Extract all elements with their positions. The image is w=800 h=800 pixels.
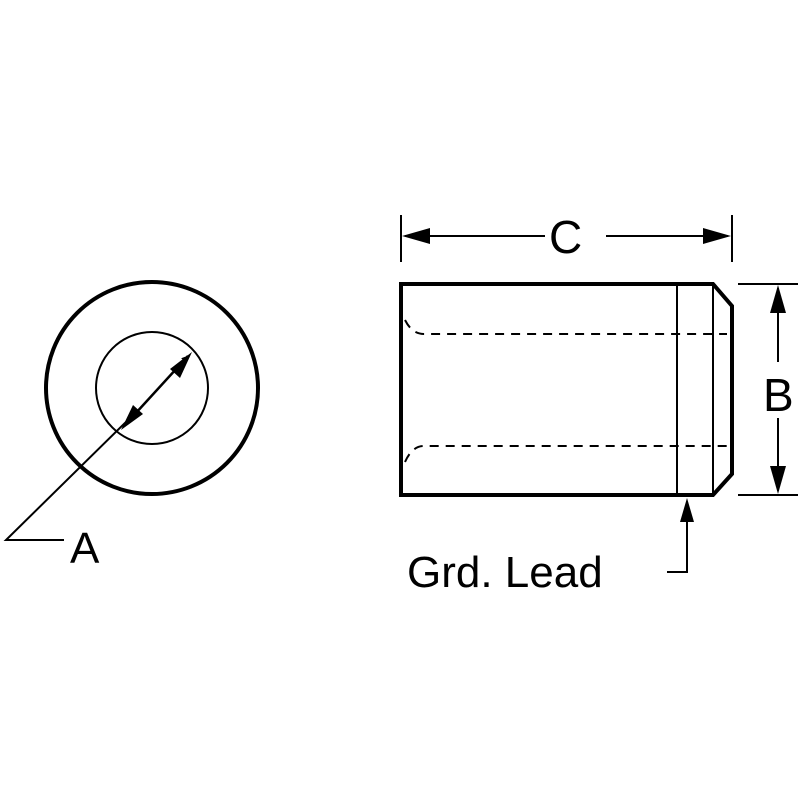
label-a: A — [70, 524, 100, 573]
dim-c-arrowhead-right — [703, 228, 731, 244]
ground-lead-callout: Grd. Lead — [407, 498, 694, 597]
hidden-bore-top — [404, 319, 727, 335]
dimension-c: C — [400, 211, 733, 263]
label-b: B — [763, 369, 794, 421]
bushing-body-outline — [399, 282, 734, 497]
side-view — [399, 282, 734, 497]
inner-bore-circle — [95, 331, 209, 445]
outer-circle — [44, 280, 260, 496]
bore-arrowhead-upper — [170, 352, 192, 378]
dim-b-arrowhead-top — [770, 285, 786, 313]
dimension-b: B — [738, 283, 798, 496]
end-view: A — [3, 280, 260, 573]
ground-lead-leader — [667, 510, 688, 573]
dim-b-arrowhead-bottom — [770, 466, 786, 494]
dim-c-arrowhead-left — [402, 228, 430, 244]
ground-lead-arrowhead — [680, 498, 694, 522]
label-a-leader — [3, 419, 129, 541]
hidden-bore-bottom — [404, 445, 727, 463]
label-c: C — [549, 211, 582, 263]
bore-arrowhead-lower — [121, 405, 143, 430]
label-grd-lead: Grd. Lead — [407, 548, 603, 597]
